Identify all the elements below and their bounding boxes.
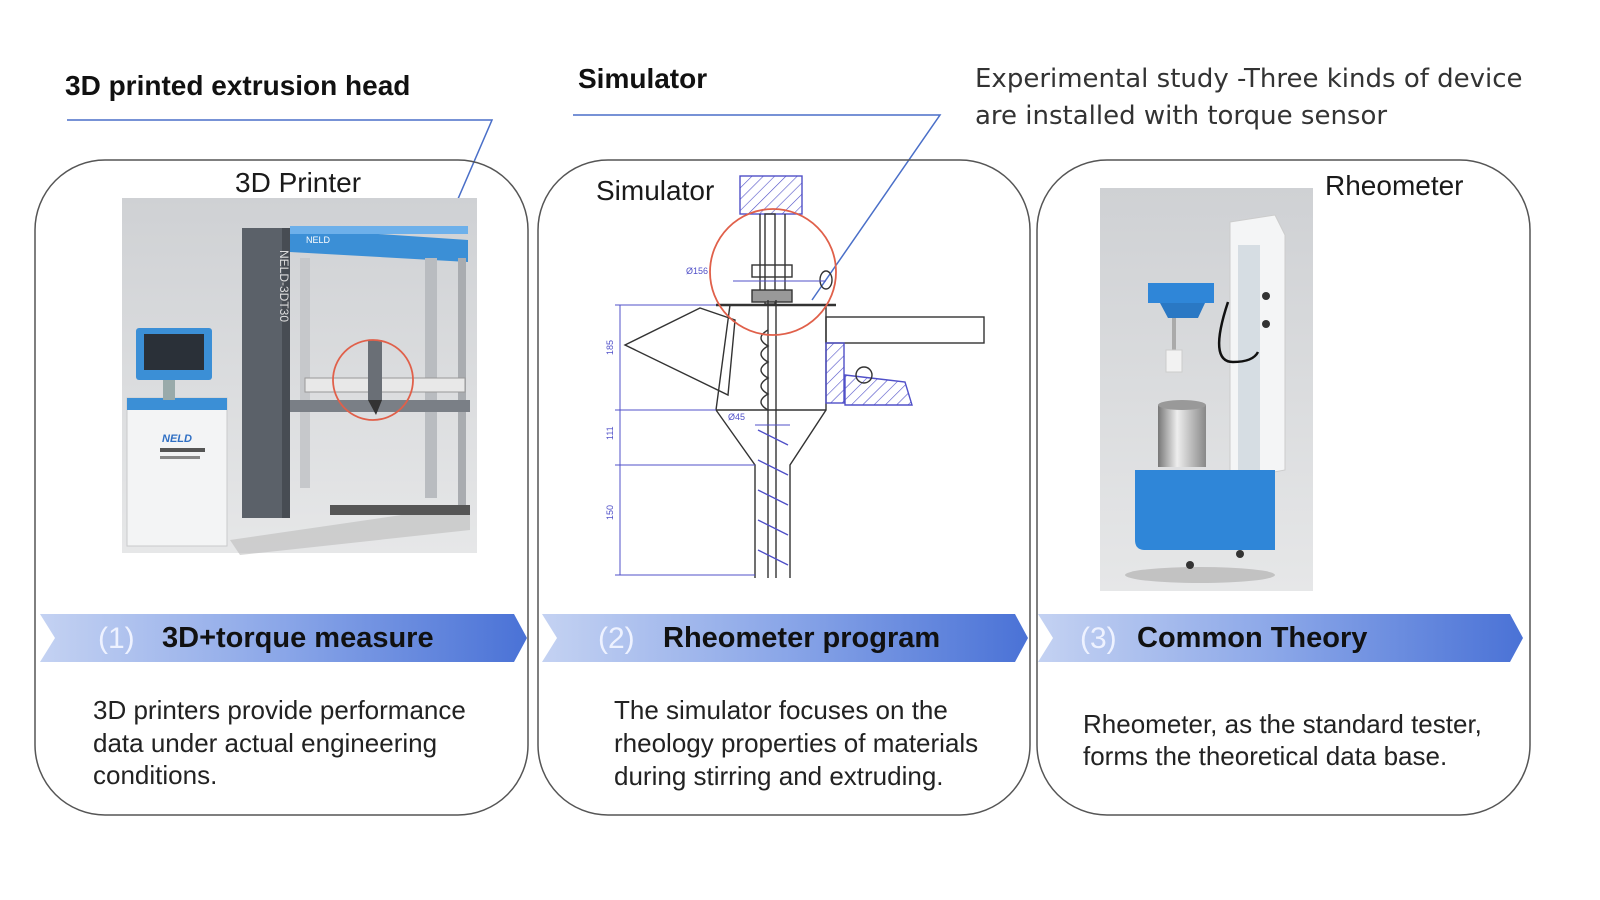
dimension-h2: 111	[605, 426, 615, 440]
description-line: rheology properties of materials	[614, 728, 978, 758]
image-label-simulator: Simulator	[596, 175, 714, 206]
rheometer-image	[1100, 188, 1313, 591]
torque-sensor-highlight-circle	[709, 208, 837, 336]
simulator-annotation-label: Simulator	[578, 63, 707, 94]
simulator-technical-drawing: Ø156 Ø45 185 111 150	[605, 175, 985, 578]
image-label-rheometer: Rheometer	[1325, 170, 1464, 201]
description-line: The simulator focuses on the	[614, 695, 948, 725]
description-rheometer: Rheometer, as the standard tester, forms…	[1083, 709, 1482, 771]
banner-title: Rheometer program	[663, 622, 940, 654]
banner-title: 3D+torque measure	[162, 622, 434, 654]
description-line: conditions.	[93, 760, 217, 790]
banner-rheometer-program: (2) Rheometer program	[542, 614, 1028, 662]
printer-frame-text: NELD-3DT30	[277, 250, 291, 322]
description-line: 3D printers provide performance	[93, 695, 466, 725]
extrusion-head-label: 3D printed extrusion head	[65, 70, 410, 101]
banner-title: Common Theory	[1137, 622, 1367, 654]
panel-simulator	[537, 159, 1031, 816]
printer-beam-text: NELD	[306, 235, 331, 245]
description-line: forms the theoretical data base.	[1083, 741, 1447, 771]
extrusion-head-highlight-circle	[332, 339, 414, 421]
simulator-callout-line	[573, 114, 942, 301]
description-line: during stirring and extruding.	[614, 761, 944, 791]
description-line: Rheometer, as the standard tester,	[1083, 709, 1482, 739]
dimension-d45: Ø45	[728, 412, 745, 422]
study-note-line1: Experimental study -Three kinds of devic…	[975, 64, 1523, 94]
description-simulator: The simulator focuses on the rheology pr…	[614, 695, 978, 791]
description-3d-printer: 3D printers provide performance data und…	[93, 695, 466, 790]
study-note-line2: are installed with torque sensor	[975, 101, 1387, 131]
banner-number: (3)	[1080, 622, 1117, 655]
panel-rheometer	[1036, 159, 1531, 816]
description-line: data under actual engineering	[93, 728, 437, 758]
banner-common-theory: (3) Common Theory	[1038, 614, 1523, 662]
banner-number: (2)	[598, 622, 635, 655]
banner-3d-torque-measure: (1) 3D+torque measure	[40, 614, 527, 662]
3d-printer-image: NELD-3DT30 NELD NELD	[122, 198, 477, 555]
banner-number: (1)	[98, 622, 135, 655]
dimension-h3: 150	[605, 505, 615, 520]
image-label-3d-printer: 3D Printer	[235, 167, 361, 198]
kiosk-logo-text: NELD	[162, 433, 192, 445]
panel-3d-printer	[34, 159, 529, 816]
dimension-d156: Ø156	[686, 266, 708, 276]
dimension-h1: 185	[605, 340, 615, 355]
